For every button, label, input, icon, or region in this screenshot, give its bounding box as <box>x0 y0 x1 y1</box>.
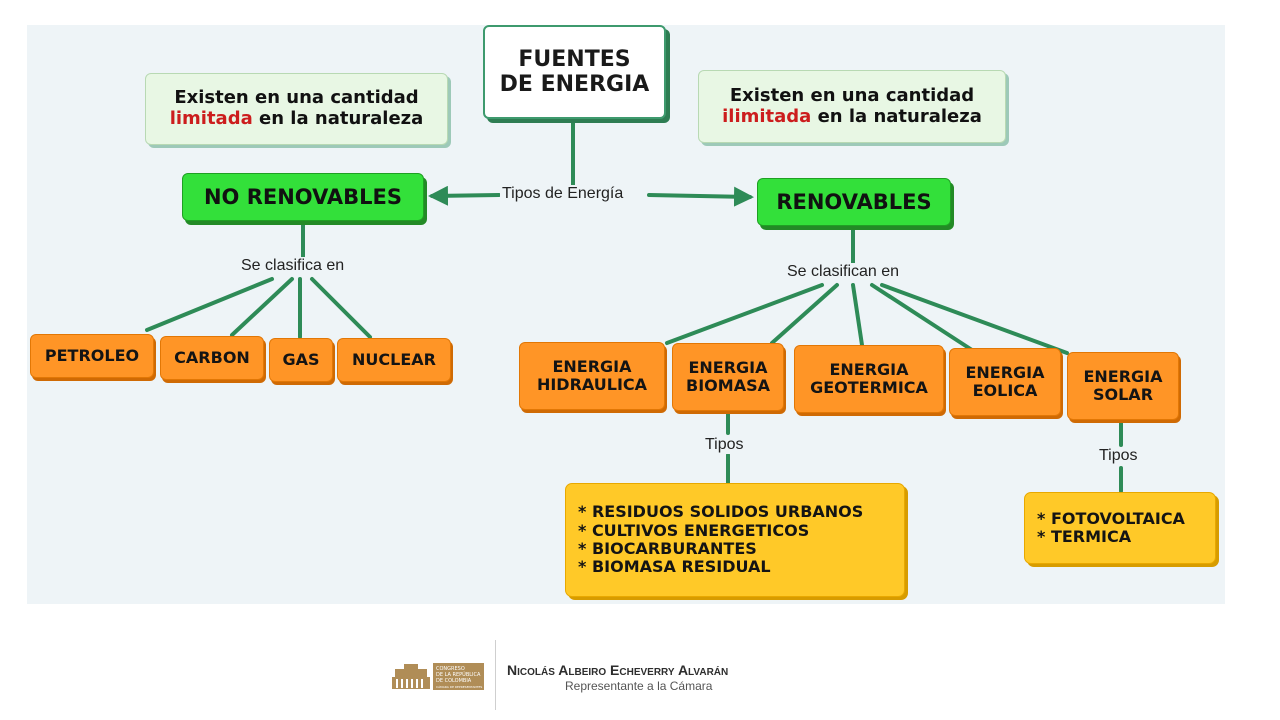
node-energia-eolica: ENERGIA EOLICA <box>949 348 1061 416</box>
eolica-line-2: EOLICA <box>972 381 1038 400</box>
note-limitada: Existen en una cantidad limitada en la n… <box>145 73 448 145</box>
representative-name: Nicolás Albeiro Echeverry Alvarán <box>507 662 729 678</box>
node-carbon: CARBON <box>160 336 264 380</box>
biomasa-line-1: ENERGIA <box>688 357 768 377</box>
representative-role: Representante a la Cámara <box>565 679 713 693</box>
solar-tipo-2: * TERMICA <box>1037 527 1132 546</box>
note-right-highlight: ilimitada <box>722 105 812 127</box>
renovables-label: RENOVABLES <box>776 189 932 214</box>
connector-tipos-biomasa: Tipos <box>703 436 746 454</box>
nuclear-label: NUCLEAR <box>352 349 436 369</box>
logo-text-3: DE COLOMBIA <box>436 678 472 684</box>
edge-to-eolica <box>870 283 974 352</box>
edge-to-geotermica <box>851 283 864 347</box>
node-energia-geotermica: ENERGIA GEOTERMICA <box>794 345 944 413</box>
edge-to-hidraulica <box>665 283 824 345</box>
solar-tipo-1: * FOTOVOLTAICA <box>1037 508 1185 528</box>
node-gas: GAS <box>269 338 333 382</box>
carbon-label: CARBON <box>174 347 250 367</box>
edge-to-carbon <box>230 277 294 337</box>
node-nuclear: NUCLEAR <box>337 338 451 382</box>
biomasa-tipo-2: * CULTIVOS ENERGETICOS <box>578 520 810 540</box>
edge-to-nuclear <box>310 277 372 339</box>
geotermica-line-1: ENERGIA <box>829 359 909 379</box>
box-biomasa-tipos: * RESIDUOS SOLIDOS URBANOS * CULTIVOS EN… <box>565 483 905 597</box>
connector-tipos-solar: Tipos <box>1097 447 1140 465</box>
edge-label-tipos-de-energia: Tipos de Energía <box>500 185 626 203</box>
eolica-line-1: ENERGIA <box>965 362 1045 382</box>
node-energia-biomasa: ENERGIA BIOMASA <box>672 343 784 411</box>
logo-text-2: DE LA REPÚBLICA <box>436 671 481 678</box>
note-left-highlight: limitada <box>169 108 253 129</box>
solar-line-1: ENERGIA <box>1083 366 1163 386</box>
petroleo-label: PETROLEO <box>44 345 140 365</box>
node-energia-hidraulica: ENERGIA HIDRAULICA <box>519 342 665 410</box>
arrow-to-renovables <box>647 186 754 207</box>
biomasa-tipo-4: * BIOMASA RESIDUAL <box>578 557 771 577</box>
connector-lines <box>145 120 1123 493</box>
connector-se-clasifican-en: Se clasifican en <box>785 263 902 281</box>
node-energia-solar: ENERGIA SOLAR <box>1067 352 1179 420</box>
note-right-line1: Existen en una cantidad <box>729 84 975 106</box>
hidraulica-line-1: ENERGIA <box>552 356 632 376</box>
solar-line-2: SOLAR <box>1092 385 1154 404</box>
title-line-2: DE ENERGIA <box>499 72 650 97</box>
gas-label: GAS <box>282 349 320 369</box>
note-left-line1: Existen en una cantidad <box>174 87 419 109</box>
note-left-line2: limitada en la naturaleza <box>169 108 424 130</box>
node-renovables: RENOVABLES <box>757 178 951 226</box>
biomasa-line-2: BIOMASA <box>686 376 770 395</box>
biomasa-tipo-3: * BIOCARBURANTES <box>578 539 757 558</box>
edge-to-biomasa <box>770 283 839 345</box>
note-left-rest: en la naturaleza <box>252 108 424 129</box>
node-no-renovables: NO RENOVABLES <box>182 173 424 221</box>
no-renovables-label: NO RENOVABLES <box>203 184 403 209</box>
title-line-1: FUENTES <box>518 46 631 72</box>
biomasa-tipo-1: * RESIDUOS SOLIDOS URBANOS <box>578 502 864 522</box>
geotermica-line-2: GEOTERMICA <box>810 378 928 397</box>
footer-divider <box>495 640 496 710</box>
arrow-to-no-renovables <box>428 185 501 206</box>
title-box: FUENTES DE ENERGIA <box>483 25 666 119</box>
concept-map: FUENTES DE ENERGIA Existen en una cantid… <box>27 25 1225 604</box>
connector-se-clasifica-en: Se clasifica en <box>239 257 347 275</box>
note-right-line2: ilimitada en la naturaleza <box>722 105 982 128</box>
hidraulica-line-2: HIDRAULICA <box>536 375 648 394</box>
node-petroleo: PETROLEO <box>30 334 154 378</box>
logo-text-1: CONGRESO <box>436 666 465 672</box>
logo-text-4: CÁMARA DE REPRESENTANTES <box>436 684 482 689</box>
note-ilimitada: Existen en una cantidad ilimitada en la … <box>698 70 1006 143</box>
note-right-rest: en la naturaleza <box>811 105 982 127</box>
edge-to-petroleo <box>145 277 274 332</box>
congreso-logo: CONGRESO DE LA REPÚBLICA DE COLOMBIA CÁM… <box>390 663 484 690</box>
box-solar-tipos: * FOTOVOLTAICA * TERMICA <box>1024 492 1216 564</box>
edge-to-solar <box>880 283 1069 355</box>
